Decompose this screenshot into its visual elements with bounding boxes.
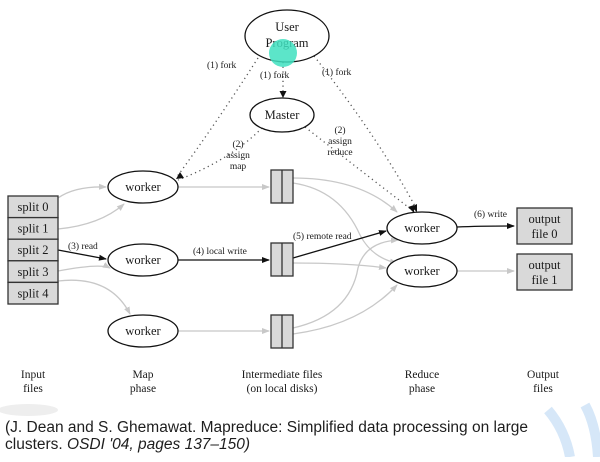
map-worker-2: worker (107, 314, 179, 348)
label-assign-map-1: (2) (232, 139, 243, 150)
edge-fork-to-reduce-worker (313, 55, 418, 211)
output-file-0-label-2: file 0 (531, 227, 557, 241)
master-label: Master (265, 108, 301, 122)
caption-line-2: clusters. OSDI '04, pages 137–150) (5, 436, 565, 453)
output-file-1: output file 1 (516, 253, 573, 291)
output-files: output file 0 output file 1 (516, 207, 573, 291)
split-2: split 2 (7, 238, 59, 262)
map-worker-1: worker (107, 243, 179, 277)
label-remote-read: (5) remote read (293, 231, 352, 242)
output-file-0: output file 0 (516, 207, 573, 245)
edge-labels: (1) fork (1) fork (1) fork (2) assign ma… (68, 60, 507, 257)
caption-line-2-plain: clusters. (5, 436, 68, 453)
label-read: (3) read (68, 241, 98, 252)
edge-assign-map (177, 127, 263, 181)
intermediate-files (270, 169, 294, 349)
label-write: (6) write (474, 209, 507, 220)
phase-input-2: files (23, 383, 43, 395)
phase-labels: Input files Map phase Intermediate files… (21, 369, 560, 395)
intermediate-file-0 (270, 169, 294, 204)
intermediate-file-1 (270, 242, 294, 277)
master-node: Master (249, 97, 315, 133)
split-0-label: split 0 (18, 200, 49, 214)
reduce-worker-1-label: worker (404, 264, 440, 278)
output-file-1-label-1: output (529, 258, 561, 272)
caption-line-2-italic: OSDI '04, pages 137–150) (67, 436, 251, 453)
reduce-worker-1: worker (386, 254, 458, 288)
label-assign-map-3: map (230, 162, 247, 172)
background-decoration (0, 402, 600, 459)
phase-reduce-2: phase (409, 383, 435, 395)
reduce-workers: worker worker (386, 211, 458, 288)
phase-output-2: files (533, 383, 553, 395)
map-worker-0-label: worker (125, 180, 161, 194)
split-3: split 3 (7, 260, 59, 284)
input-splits: split 0 split 1 split 2 split 3 split 4 (7, 195, 59, 305)
inactive-data-edges (57, 177, 515, 335)
label-fork-right: (1) fork (322, 67, 352, 78)
cursor-highlight-icon (269, 39, 297, 67)
output-file-0-label-1: output (529, 212, 561, 226)
split-0: split 0 (7, 195, 59, 219)
edge-read (57, 249, 107, 261)
label-assign-reduce-2: assign (328, 137, 352, 147)
split-4-box (7, 281, 59, 305)
map-worker-1-label: worker (125, 253, 161, 267)
control-edges (175, 55, 418, 211)
map-worker-0: worker (107, 170, 179, 204)
edge-write (456, 223, 515, 230)
edge-fork-to-map-worker (175, 57, 259, 179)
reduce-worker-0-label: worker (404, 221, 440, 235)
edge-remote-read (292, 230, 387, 259)
phase-map-1: Map (132, 369, 153, 381)
label-assign-reduce-3: reduce (327, 148, 352, 158)
split-1-label: split 1 (18, 222, 49, 236)
split-4-label: split 4 (18, 286, 50, 300)
control-arrowheads (176, 91, 417, 213)
label-assign-map-2: assign (226, 151, 250, 161)
user-program-label-line1: User (275, 20, 299, 34)
label-fork-left: (1) fork (207, 60, 237, 71)
caption-line-1: (J. Dean and S. Ghemawat. Mapreduce: Sim… (5, 419, 528, 436)
split-4: split 4 (7, 281, 59, 305)
phase-intermediate-1: Intermediate files (242, 369, 323, 381)
phase-intermediate-2: (on local disks) (247, 383, 318, 395)
edge-assign-reduce (304, 126, 413, 211)
map-workers: worker worker worker (107, 170, 179, 348)
label-local-write: (4) local write (193, 246, 247, 257)
citation-caption: (J. Dean and S. Ghemawat. Mapreduce: Sim… (5, 419, 565, 453)
split-2-label: split 2 (18, 243, 49, 257)
phase-input-1: Input (21, 369, 46, 381)
label-assign-reduce-1: (2) (334, 125, 345, 136)
intermediate-file-2 (270, 314, 294, 349)
split-1: split 1 (7, 216, 59, 240)
phase-reduce-1: Reduce (405, 369, 439, 381)
map-worker-2-label: worker (125, 324, 161, 338)
phase-map-2: phase (130, 383, 156, 395)
reduce-worker-0: worker (386, 211, 458, 245)
split-3-label: split 3 (18, 265, 49, 279)
phase-output-1: Output (527, 369, 560, 381)
label-fork-center: (1) fork (260, 70, 290, 81)
active-data-edges (57, 223, 515, 263)
output-file-1-label-2: file 1 (531, 273, 557, 287)
